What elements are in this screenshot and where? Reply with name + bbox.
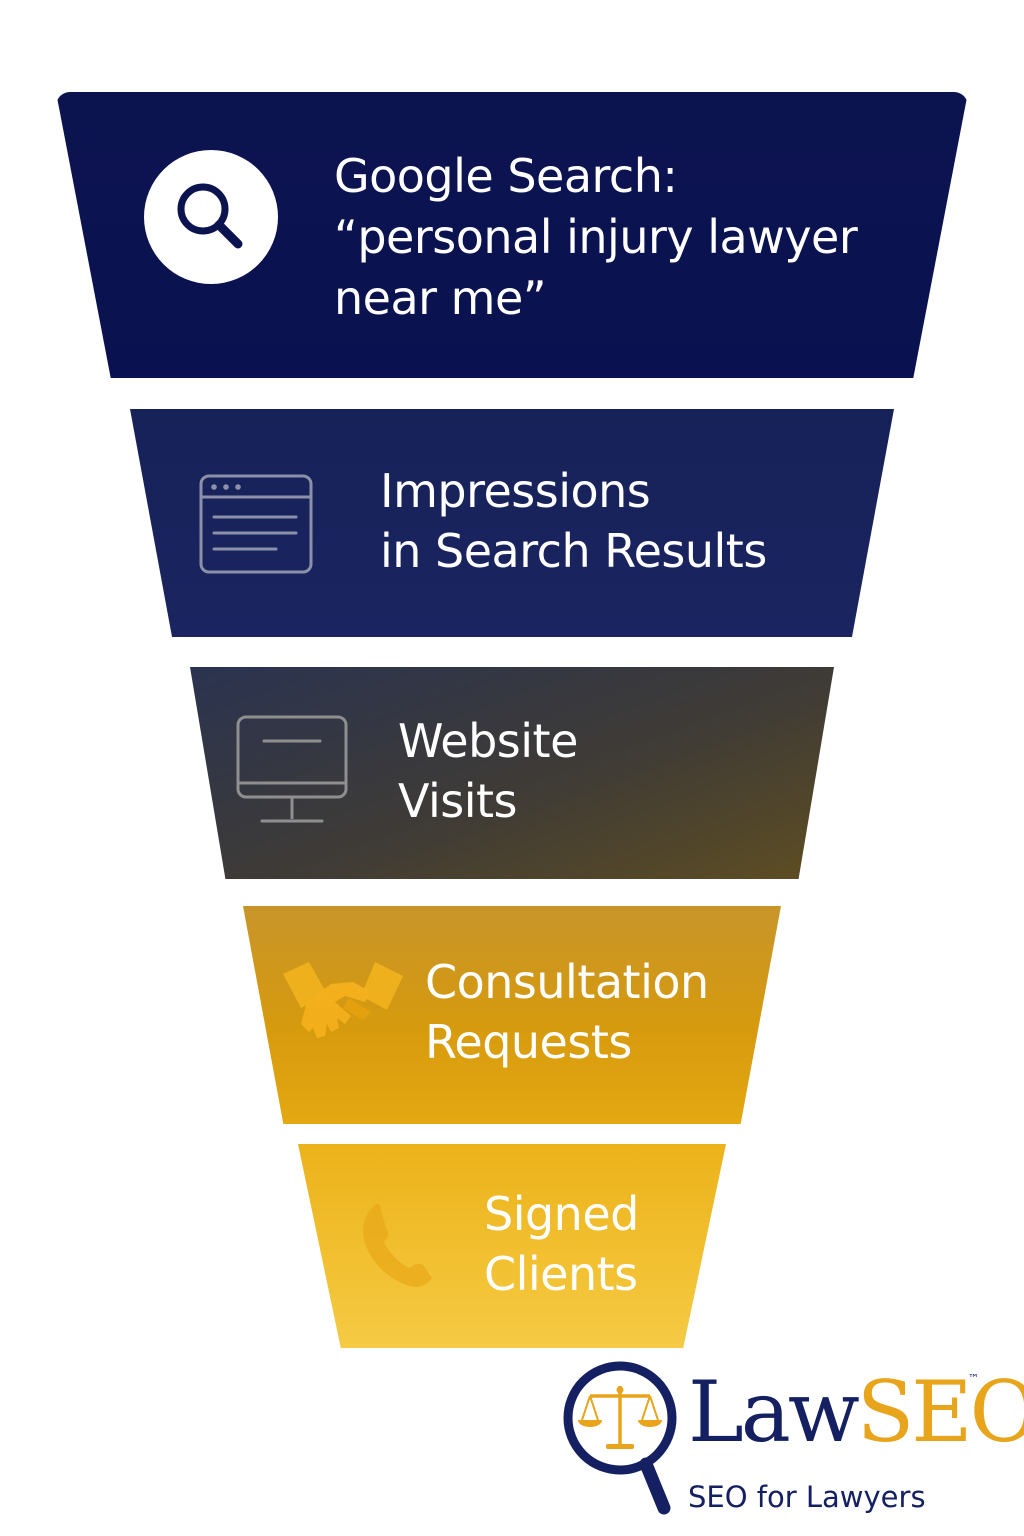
stage-label-line: “personal injury lawyer: [334, 210, 858, 264]
search-icon-badge: [144, 150, 278, 284]
brand-tagline: SEO for Lawyers: [688, 1480, 926, 1514]
stage-label: Impressions in Search Results: [380, 461, 767, 581]
stage-label: Consultation Requests: [425, 952, 709, 1072]
handshake-icon: [283, 962, 403, 1038]
stage-label-line: Consultation: [425, 955, 709, 1009]
stage-label-line: Website: [398, 714, 578, 768]
funnel-stage-website-visits: Website Visits: [190, 667, 834, 879]
stage-label-line: Clients: [484, 1247, 638, 1301]
stage-label-line: Visits: [398, 774, 517, 828]
funnel-stage-signed-clients: Signed Clients: [298, 1144, 726, 1348]
funnel-stage-impressions: Impressions in Search Results: [130, 409, 894, 637]
brand-wordmark: LawSEO: [688, 1360, 1024, 1464]
brand-name-seo: SEO: [856, 1363, 1024, 1461]
stage-label-line: near me”: [334, 271, 547, 325]
funnel-stage-consultation-requests: Consultation Requests: [243, 906, 781, 1124]
stage-label-line: Signed: [484, 1187, 639, 1241]
stage-label: Google Search: “personal injury lawyer n…: [334, 146, 858, 329]
stage-label-line: in Search Results: [380, 524, 767, 578]
phone-icon: [363, 1203, 432, 1287]
stage-label: Website Visits: [398, 711, 578, 831]
stage-label-line: Impressions: [380, 464, 651, 518]
lawseo-logo: LawSEO ™ SEO for Lawyers: [560, 1360, 1024, 1520]
brand-name-law: Law: [688, 1363, 860, 1461]
funnel-stage-google-search: Google Search: “personal injury lawyer n…: [56, 92, 968, 378]
browser-window-icon: [199, 474, 313, 574]
stage-label: Signed Clients: [484, 1184, 639, 1304]
search-icon: [177, 183, 243, 249]
monitor-icon: [236, 715, 348, 823]
stage-label-line: Google Search:: [334, 149, 678, 203]
trademark-symbol: ™: [968, 1372, 979, 1385]
magnifier-scales-icon: [563, 1361, 677, 1515]
stage-label-line: Requests: [425, 1015, 632, 1069]
